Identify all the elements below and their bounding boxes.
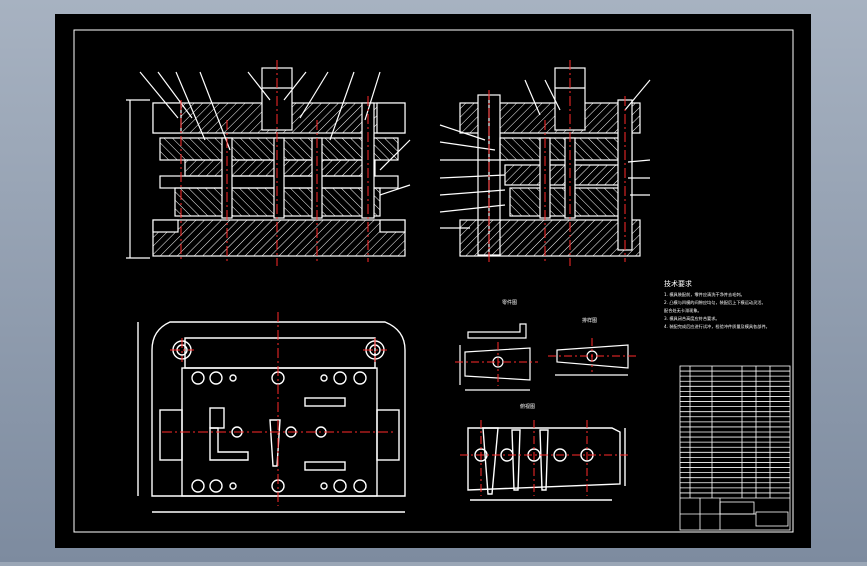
strip-centerlines bbox=[460, 420, 628, 496]
notes-line-4: 3. 模具闭合高度应符合要求。 bbox=[664, 315, 720, 322]
notes-line-2: 2. 凸模与凹模的间隙应均匀，装配后上下模运动灵活。 bbox=[664, 299, 766, 306]
part-view-label: 零件图 bbox=[502, 299, 517, 306]
part-centerlines bbox=[455, 338, 636, 386]
notes-line-5: 4. 装配完成后应进行试冲，检验冲件质量及模具各部件。 bbox=[664, 323, 770, 330]
technical-notes: 技术要求 1. 模具装配前，零件应清洗干净并去毛刺。 2. 凸模与凹模的间隙应均… bbox=[664, 279, 770, 330]
sheet-border bbox=[73, 29, 794, 533]
layout-view-label: 排样图 bbox=[582, 317, 597, 324]
side-view-centerlines bbox=[488, 60, 626, 266]
notes-line-3: 配合处无卡滞现象。 bbox=[664, 307, 702, 314]
plan-view-centerlines bbox=[162, 312, 395, 506]
side-section-view bbox=[439, 67, 651, 257]
top-view-label: 俯视图 bbox=[520, 403, 535, 410]
notes-title: 技术要求 bbox=[664, 279, 692, 288]
front-view-centerlines bbox=[180, 60, 369, 266]
parts-list-table bbox=[679, 365, 791, 531]
notes-line-1: 1. 模具装配前，零件应清洗干净并去毛刺。 bbox=[664, 291, 745, 298]
